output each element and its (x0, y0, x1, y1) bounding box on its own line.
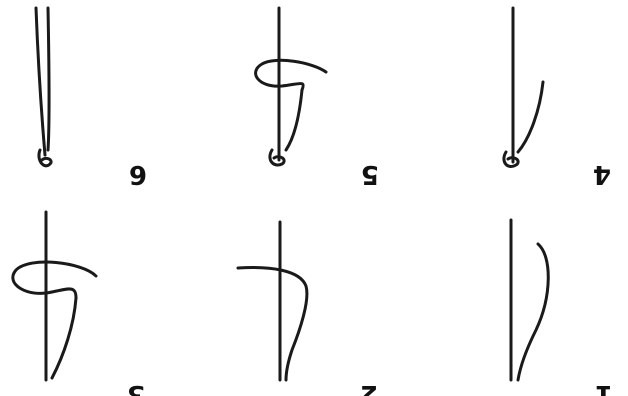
step-4-knot (504, 152, 518, 167)
step-1-working-line (518, 244, 548, 380)
step-6-standing-line (36, 8, 45, 155)
step-1-number: 1 (595, 379, 613, 396)
step-2-illustration (238, 222, 307, 380)
step-2-bend (238, 268, 307, 380)
step-2-number: 2 (360, 379, 378, 396)
step-5-knot (270, 150, 284, 165)
step-3-loop (13, 262, 96, 298)
step-1-illustration (511, 220, 548, 380)
step-3-illustration (13, 212, 96, 380)
step-5-number: 5 (361, 159, 379, 189)
step-6-working-line (48, 8, 49, 150)
step-4-tail (518, 82, 543, 152)
step-5-loop (256, 60, 326, 90)
step-3-number: 3 (127, 379, 145, 396)
step-5-tail (286, 90, 302, 150)
step-6-illustration (36, 8, 51, 166)
step-4-illustration (504, 8, 543, 167)
step-5-illustration (256, 8, 326, 165)
step-6-number: 6 (129, 159, 147, 189)
step-3-tail (52, 298, 76, 378)
step-4-number: 4 (593, 159, 611, 189)
